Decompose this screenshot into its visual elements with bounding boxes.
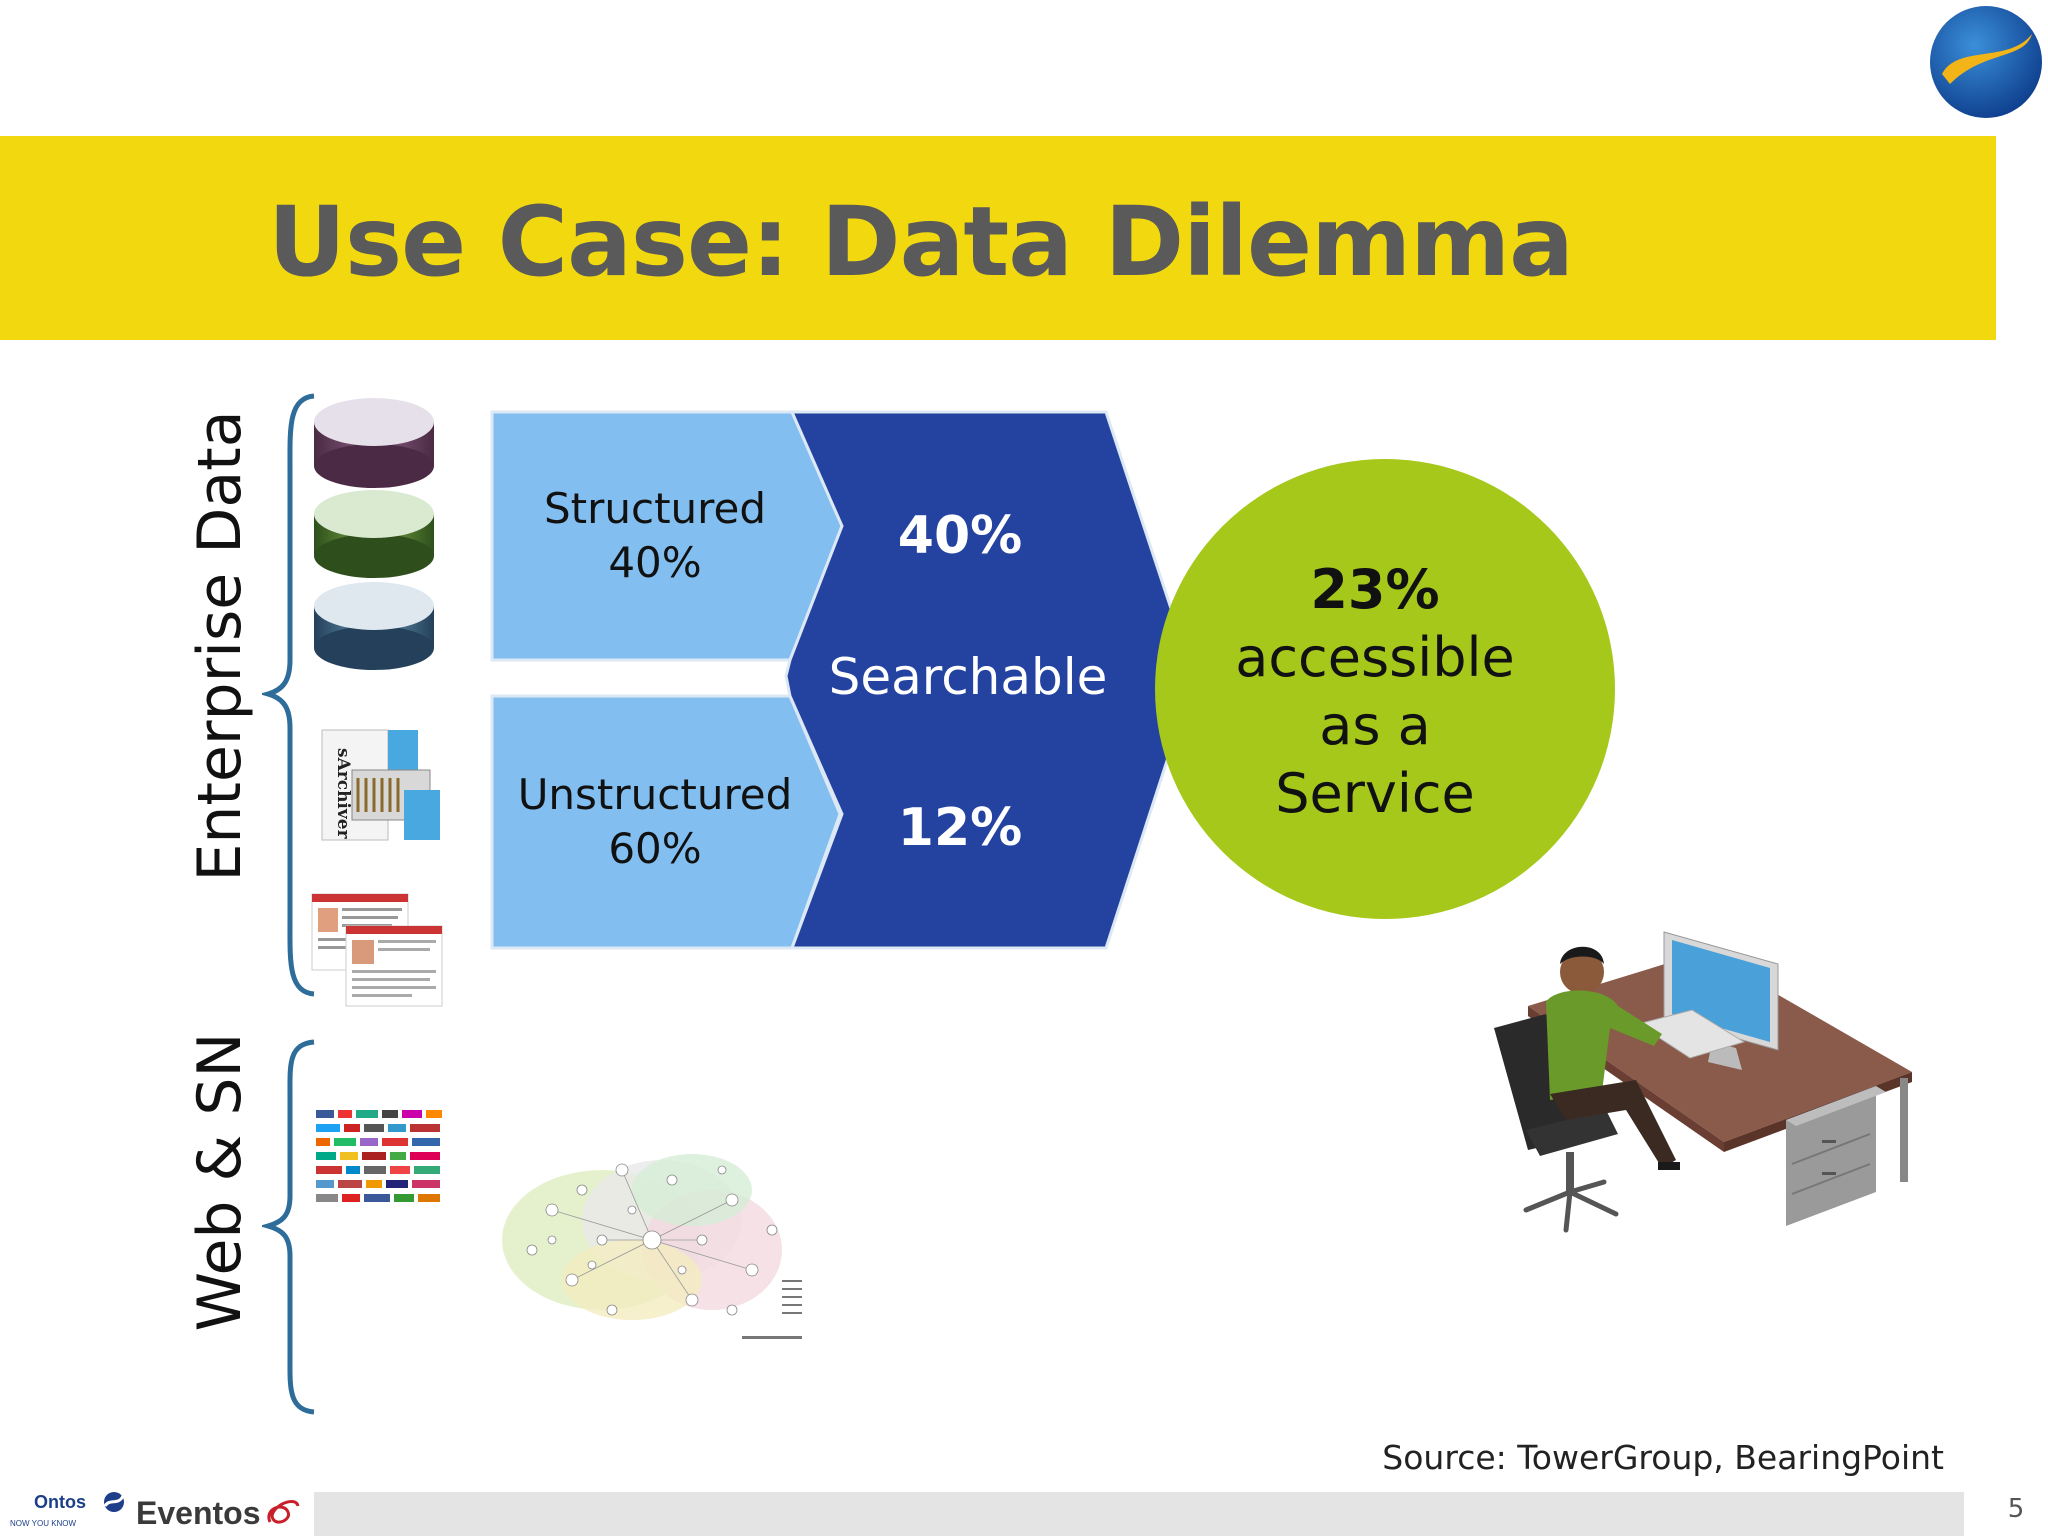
slide-title: Use Case: Data Dilemma — [268, 186, 1574, 298]
searchable-unstructured-percent: 12% — [897, 798, 1023, 858]
enterprise-brace — [262, 393, 315, 997]
accessible-line-2: as a — [1319, 694, 1431, 757]
unstructured-label: Unstructured — [517, 770, 793, 819]
company-logo-icon — [1930, 6, 2042, 118]
data-flow-diagram — [490, 410, 1196, 950]
ontos-tagline: NOW YOU KNOW — [10, 1519, 77, 1528]
accessible-line-1: accessible — [1235, 626, 1515, 689]
searchable-label: Searchable — [828, 648, 1108, 706]
social-network-logos-thumbnail — [312, 1106, 446, 1206]
accessible-service-text: 23% accessible as a Service — [1190, 556, 1560, 828]
unstructured-label-group: Unstructured 60% — [500, 768, 810, 876]
archiver-text: sArchiver — [333, 748, 353, 840]
web-sn-label: Web & SN — [185, 1032, 255, 1332]
searchable-structured-percent: 40% — [897, 506, 1023, 566]
accessible-service-circle — [1155, 459, 1615, 919]
web-pages-thumbnail — [311, 893, 443, 1007]
source-citation: Source: TowerGroup, BearingPoint — [1382, 1438, 1944, 1477]
footer-bar — [314, 1492, 1964, 1536]
accessible-line-3: Service — [1275, 762, 1475, 825]
person-at-computer-illustration — [1494, 931, 1912, 1233]
structured-label-group: Structured 40% — [520, 482, 790, 590]
structured-percent: 40% — [608, 538, 702, 587]
searchable-chevron — [784, 410, 1196, 950]
eventos-logo: Eventos — [136, 1495, 300, 1531]
accessible-percent: 23% — [1310, 558, 1440, 621]
enterprise-data-label: Enterprise Data — [185, 410, 255, 882]
structured-label: Structured — [543, 484, 767, 533]
unstructured-percent: 60% — [608, 824, 702, 873]
ontos-logo: Ontos NOW YOU KNOW — [10, 1492, 125, 1528]
page-number: 5 — [2007, 1494, 2025, 1524]
web-brace — [262, 1039, 315, 1415]
ontos-logo-text: Ontos — [34, 1492, 86, 1512]
eventos-logo-text: Eventos — [136, 1495, 260, 1531]
linked-data-cloud-thumbnail — [492, 1130, 808, 1348]
title-band — [0, 136, 1996, 340]
database-stack-icon — [314, 398, 434, 670]
archiver-cabinet-icon: sArchiver — [321, 729, 440, 841]
